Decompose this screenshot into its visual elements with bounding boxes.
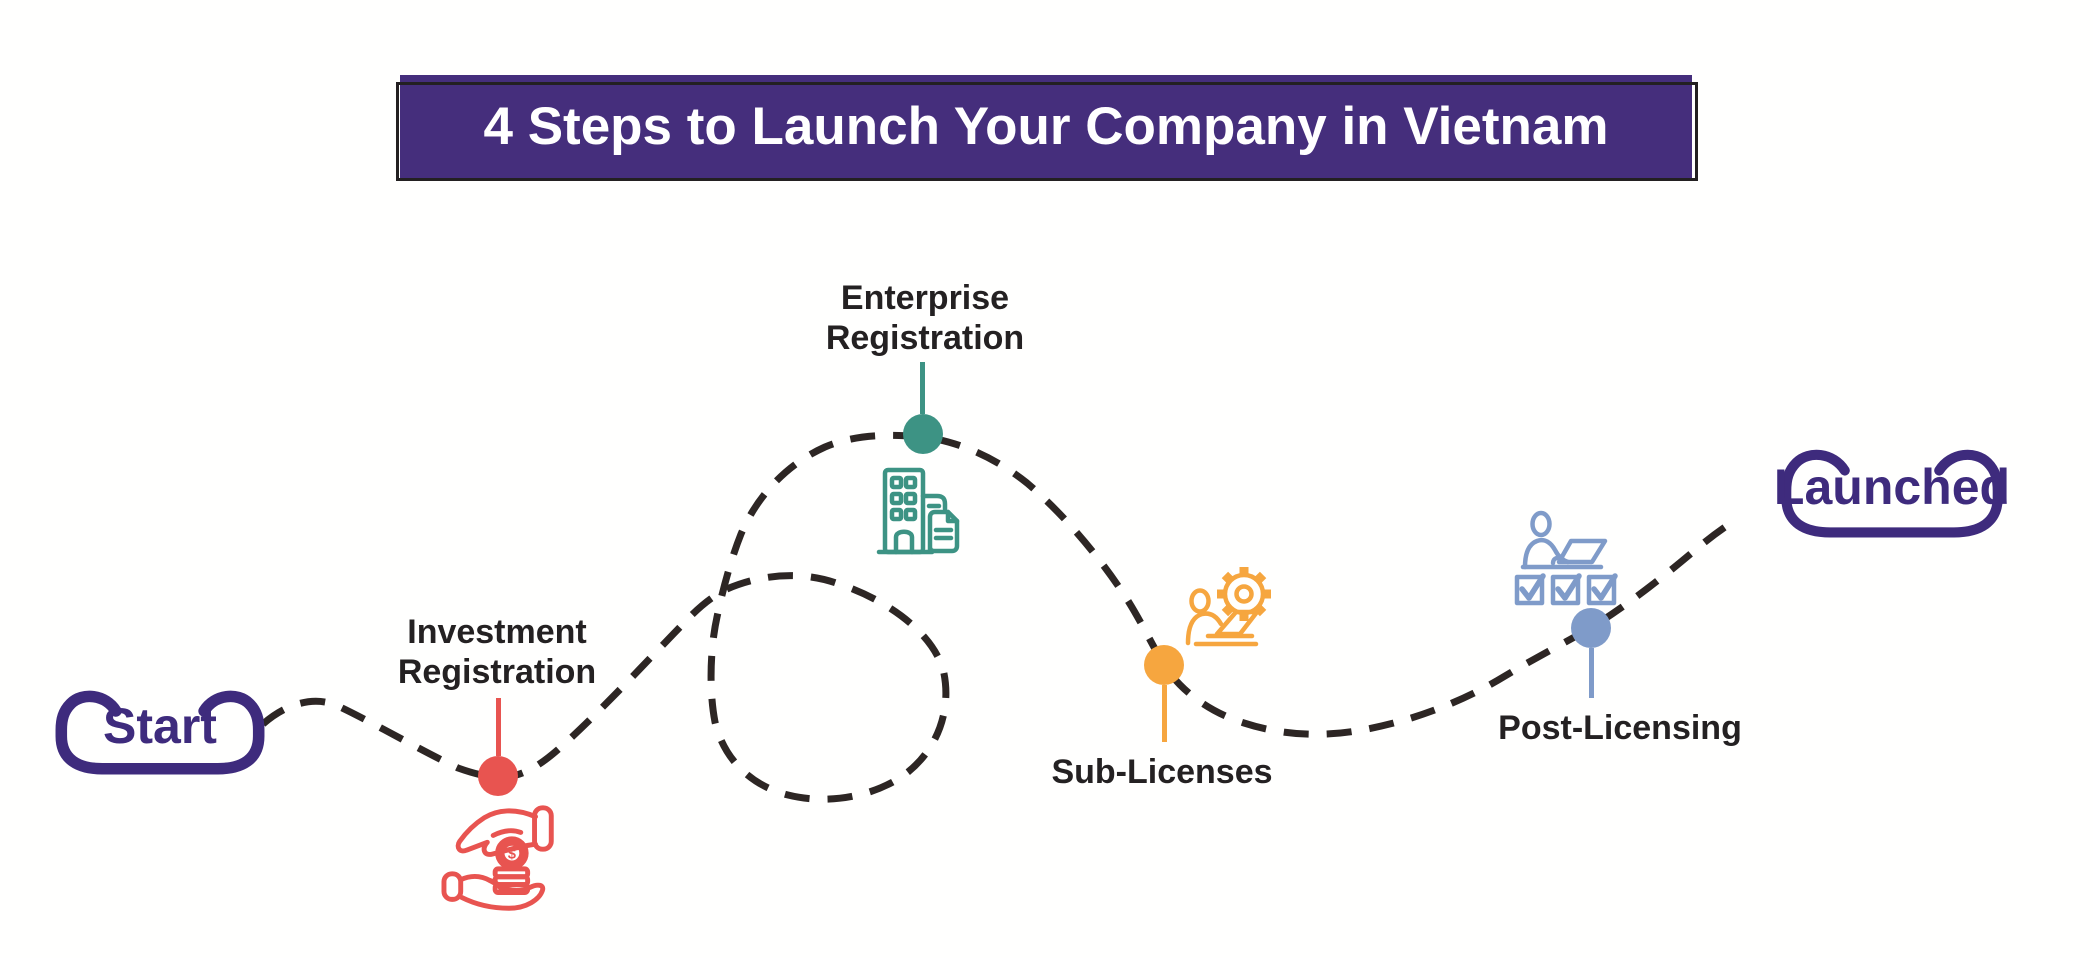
step-connector-sub-licenses — [1162, 685, 1167, 742]
step-label-line: Registration — [397, 653, 597, 692]
step-label-sub-licenses: Sub-Licenses — [1051, 752, 1272, 792]
step-dot-enterprise — [903, 414, 943, 454]
step-connector-investment — [496, 698, 501, 756]
step-label-line: Sub-Licenses — [1051, 753, 1273, 791]
building-with-document-icon — [876, 467, 960, 555]
step-label-line: Registration — [825, 319, 1025, 358]
step-label-investment-registration: Investment Registration — [398, 612, 596, 692]
step-dot-post-licensing — [1571, 608, 1611, 648]
person-with-gear-laptop-icon — [1185, 567, 1271, 647]
launched-bracket-icon — [1781, 449, 2003, 538]
title-banner-frame — [396, 82, 1698, 181]
launched-label: Launched — [1773, 459, 2011, 515]
person-laptop-checklist-icon — [1514, 510, 1618, 606]
svg-text:$: $ — [508, 847, 516, 863]
step-dot-investment — [478, 756, 518, 796]
step-label-line: Investment — [407, 613, 587, 651]
hand-giving-coin-icon: $ — [441, 805, 554, 911]
start-bracket-icon — [55, 690, 265, 775]
step-connector-post-licensing — [1589, 648, 1594, 698]
step-label-line: Post-Licensing — [1498, 709, 1742, 747]
start-label: Start — [103, 698, 217, 754]
step-label-line: Enterprise — [840, 279, 1010, 317]
title-banner: 4 Steps to Launch Your Company in Vietna… — [400, 75, 1692, 178]
step-label-post-licensing: Post-Licensing — [1498, 708, 1742, 748]
page-title: 4 Steps to Launch Your Company in Vietna… — [483, 97, 1609, 156]
step-label-enterprise-registration: Enterprise Registration — [826, 278, 1024, 358]
step-connector-enterprise — [920, 362, 925, 414]
step-dot-sub-licenses — [1144, 645, 1184, 685]
dashed-route-path — [260, 431, 1733, 803]
